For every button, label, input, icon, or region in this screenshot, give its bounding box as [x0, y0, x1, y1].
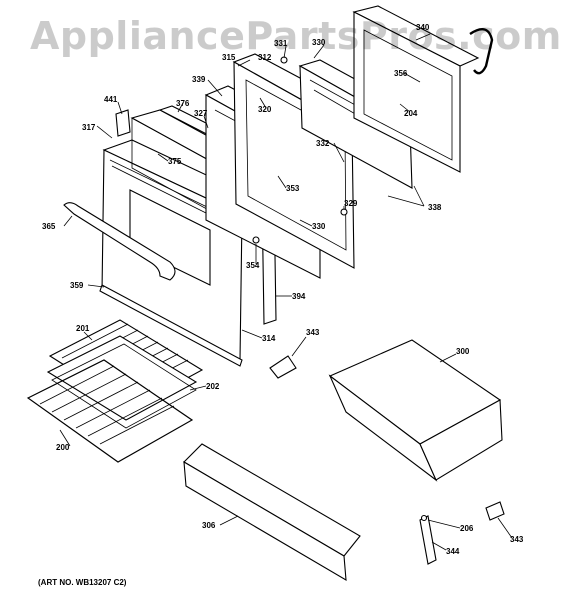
callout-320: 320	[258, 105, 272, 114]
callout-394: 394	[292, 292, 306, 301]
callout-330-top: 330	[312, 38, 326, 47]
callout-359: 359	[70, 281, 84, 290]
storage-drawer	[328, 339, 503, 482]
door-gasket	[469, 28, 494, 75]
drawer-slide-clip-right	[485, 501, 505, 521]
hinge-bracket	[115, 109, 131, 137]
drawer-rail	[419, 515, 437, 565]
callout-329: 329	[344, 199, 358, 208]
callout-331: 331	[274, 39, 288, 48]
callout-327: 327	[194, 109, 208, 118]
callout-201: 201	[76, 324, 90, 333]
callout-300: 300	[456, 347, 470, 356]
art-number: (ART NO. WB13207 C2)	[38, 578, 127, 587]
callout-376: 376	[176, 99, 190, 108]
callout-200: 200	[56, 443, 70, 452]
door-handle	[63, 202, 176, 281]
callout-317: 317	[82, 123, 96, 132]
callout-353: 353	[286, 184, 300, 193]
callout-339: 339	[192, 75, 206, 84]
door-back-panel	[352, 5, 480, 173]
callout-354: 354	[246, 261, 260, 270]
callout-204: 204	[404, 109, 418, 118]
callout-315: 315	[222, 53, 236, 62]
callout-356: 356	[394, 69, 408, 78]
callout-306: 306	[202, 521, 216, 530]
callout-365: 365	[42, 222, 56, 231]
screw	[252, 56, 428, 522]
callout-338: 338	[428, 203, 442, 212]
part-callouts: 340 331 312 330 315 356 339 441 376 327 …	[42, 23, 524, 556]
callout-332: 332	[316, 139, 330, 148]
callout-330: 330	[312, 222, 326, 231]
callout-202: 202	[206, 382, 220, 391]
callout-375: 375	[168, 157, 182, 166]
door-lock-clip	[269, 355, 297, 379]
callout-344: 344	[446, 547, 460, 556]
callout-343-b: 343	[510, 535, 524, 544]
callout-312: 312	[258, 53, 272, 62]
callout-206: 206	[460, 524, 474, 533]
callout-314: 314	[262, 334, 276, 343]
oven-rack	[26, 359, 194, 463]
broiler-pan	[46, 335, 198, 429]
callout-441: 441	[104, 95, 118, 104]
callout-343-a: 343	[306, 328, 320, 337]
drawer-front-panel	[183, 443, 361, 582]
door-bottom-vent	[99, 284, 243, 367]
leader-lines	[59, 33, 513, 551]
callout-340: 340	[416, 23, 430, 32]
